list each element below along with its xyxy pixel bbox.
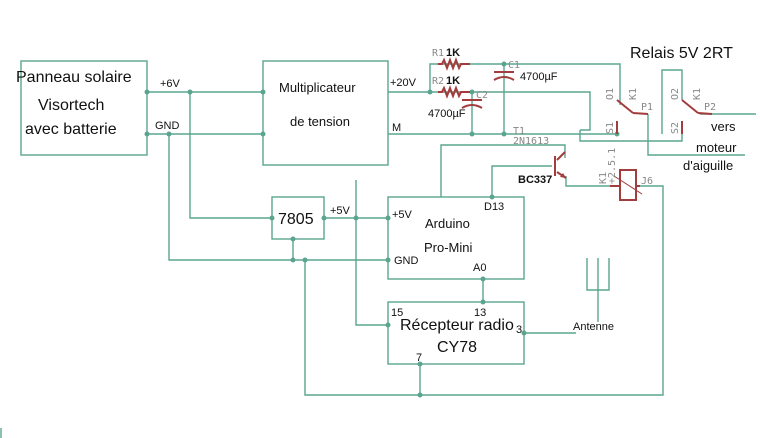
c2-ref: C2 xyxy=(476,90,488,101)
multiplier-label-2: de tension xyxy=(290,114,350,129)
arduino-5v-pin: +5V xyxy=(392,209,413,221)
resistor-r2: R2 1K xyxy=(432,75,470,99)
c2-value: 4700µF xyxy=(428,108,466,120)
capacitor-c2: C2 4700µF xyxy=(428,90,488,120)
r1-ref: R1 xyxy=(432,48,444,59)
multiplier-label-1: Multiplicateur xyxy=(279,80,356,95)
contact-1-o: O1 xyxy=(605,88,616,100)
regulator-label: 7805 xyxy=(278,211,314,228)
contact-2-s: S2 xyxy=(670,122,681,134)
coil-ref: K1 xyxy=(598,172,609,184)
r1-value: 1K xyxy=(446,47,460,59)
solar-panel-label-3: avec batterie xyxy=(25,121,117,138)
relay-title: Relais 5V 2RT xyxy=(630,45,733,62)
contact-2-p: P2 xyxy=(704,102,716,113)
solar-panel-label-2: Visortech xyxy=(38,97,104,114)
coil-pin-a: +2.5.1 xyxy=(607,148,618,184)
multiplier-out-pin: +20V xyxy=(390,77,417,89)
resistor-r1: R1 1K xyxy=(432,47,470,71)
contact-1-p: P1 xyxy=(641,102,653,113)
solar-gnd-pin: GND xyxy=(155,120,180,132)
r2-value: 1K xyxy=(446,75,460,87)
receiver-pin-15: 15 xyxy=(391,307,403,319)
coil-pin-b: J6 xyxy=(641,176,653,187)
contact-1-ref: K1 xyxy=(628,88,639,100)
receiver-label-1: Récepteur radio xyxy=(400,317,514,334)
arduino-d13-pin: D13 xyxy=(484,201,504,213)
receiver-pin-13: 13 xyxy=(474,307,486,319)
relay-contact-1: O1 S1 K1 P1 xyxy=(605,88,653,134)
motor-label-2: moteur xyxy=(696,140,737,155)
arduino-label-1: Arduino xyxy=(425,216,470,231)
r2-ref: R2 xyxy=(432,76,444,87)
arduino-label-2: Pro-Mini xyxy=(424,240,473,255)
receiver-pin-3: 3 xyxy=(516,324,522,336)
arduino-a0-pin: A0 xyxy=(473,262,486,274)
solar-plus-pin: +6V xyxy=(160,78,181,90)
antenna-label: Antenne xyxy=(573,321,614,333)
receiver-label-2: CY78 xyxy=(437,339,477,356)
solar-panel-block xyxy=(20,60,148,156)
transistor-t1: T1 2N1613 BC337 xyxy=(513,126,567,186)
arduino-gnd-pin: GND xyxy=(394,255,419,267)
receiver-pin-7: 7 xyxy=(416,352,422,364)
contact-2-o: O2 xyxy=(670,88,681,100)
contact-2-ref: K1 xyxy=(692,88,703,100)
multiplier-m-pin: M xyxy=(392,122,401,134)
arduino-block xyxy=(387,196,525,280)
wires xyxy=(147,63,756,396)
solar-panel-label-1: Panneau solaire xyxy=(16,69,132,86)
voltage-multiplier-block xyxy=(262,60,389,166)
t1-part: 2N1613 xyxy=(513,136,549,147)
c1-value: 4700µF xyxy=(520,71,558,83)
motor-label-3: d'aiguille xyxy=(683,158,733,173)
junctions xyxy=(144,61,620,398)
t1-ref: T1 xyxy=(513,126,525,137)
capacitor-c1: C1 4700µF xyxy=(493,60,558,83)
c1-ref: C1 xyxy=(508,60,520,71)
t1-label: BC337 xyxy=(518,174,552,186)
relay-coil: K1 +2.5.1 J6 xyxy=(598,148,653,201)
relay-contact-2: O2 S2 K1 P2 xyxy=(670,88,716,134)
regulator-out-pin: +5V xyxy=(330,205,351,217)
contact-1-s: S1 xyxy=(605,122,616,134)
motor-label-1: vers xyxy=(711,119,736,134)
